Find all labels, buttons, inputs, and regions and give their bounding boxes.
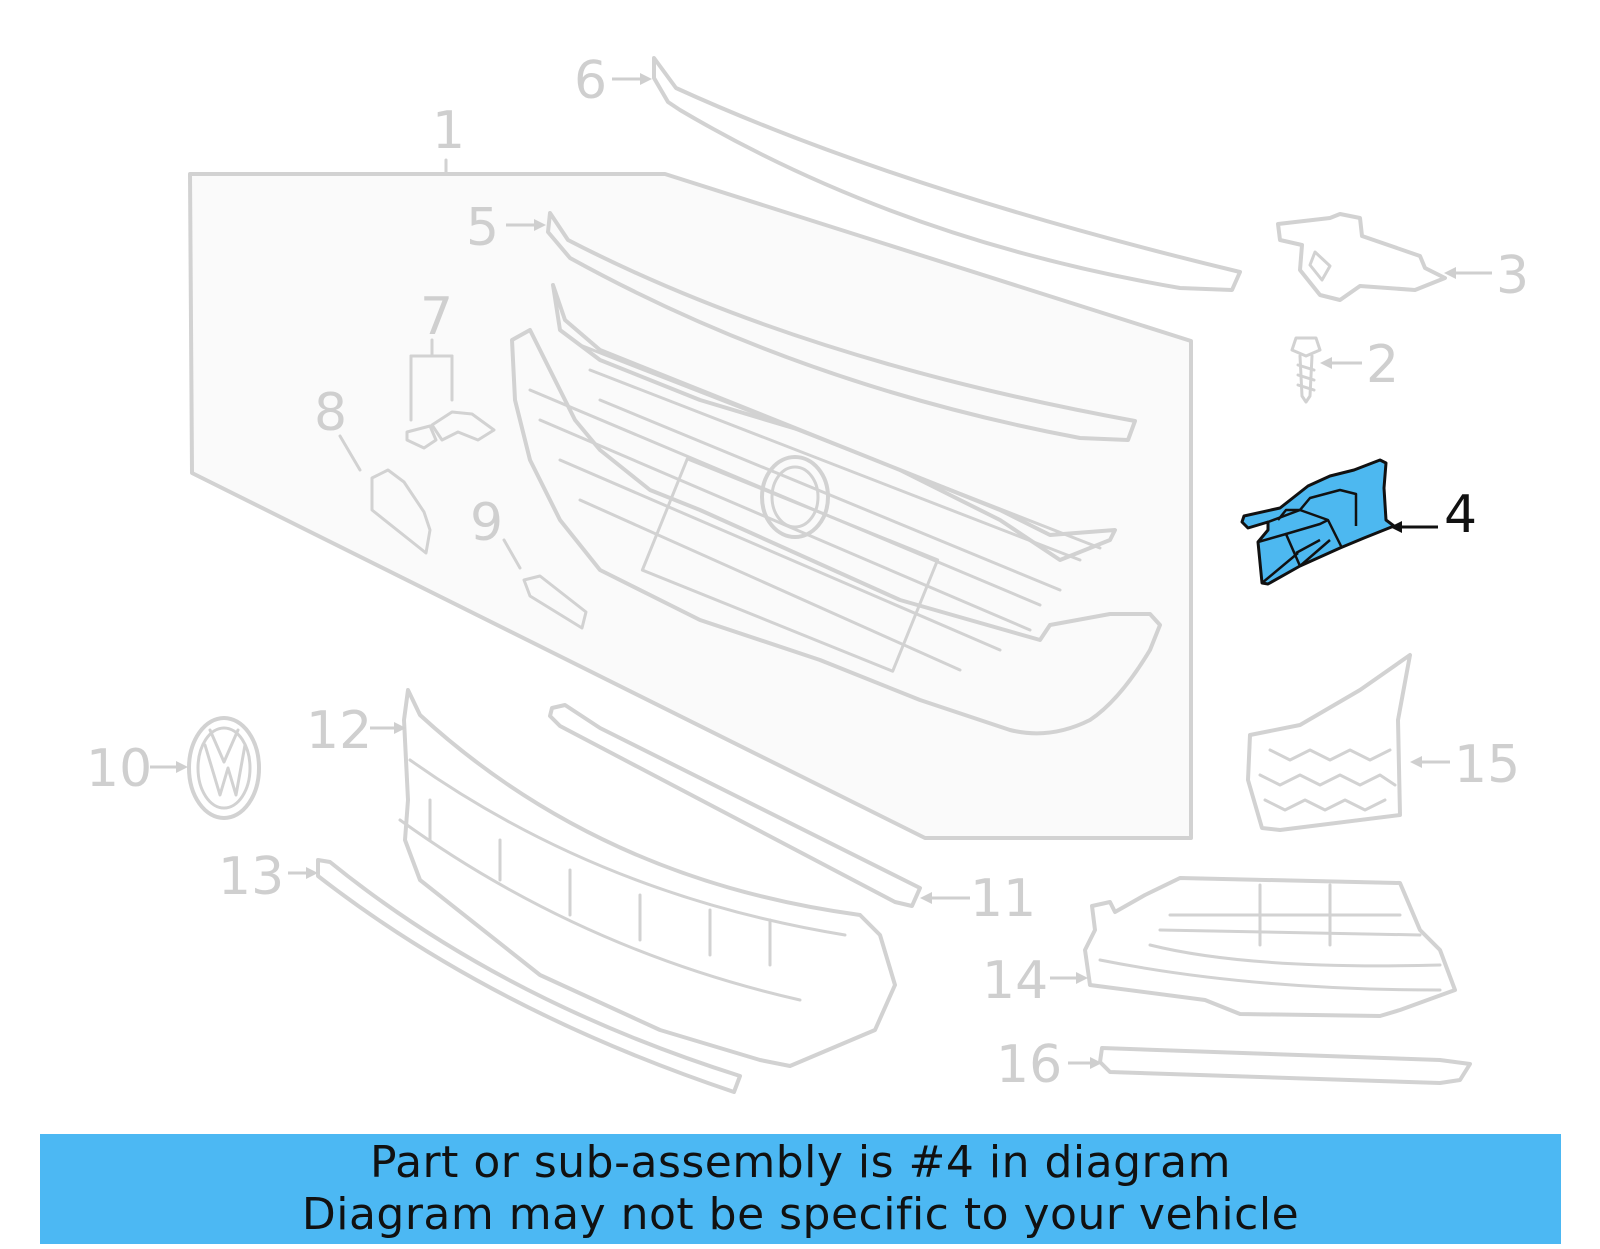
part-5-arrow bbox=[506, 219, 546, 231]
banner-line-part: Part or sub-assembly is #4 in diagram bbox=[370, 1137, 1231, 1188]
callout-2: 2 bbox=[1366, 335, 1399, 395]
callout-7: 7 bbox=[420, 287, 453, 347]
callout-3: 3 bbox=[1496, 246, 1529, 306]
callout-11: 11 bbox=[970, 869, 1036, 929]
callout-5: 5 bbox=[466, 198, 499, 258]
part-15-mesh-insert bbox=[1246, 653, 1450, 832]
callout-8: 8 bbox=[314, 383, 347, 443]
banner-line-disclaimer: Diagram may not be specific to your vehi… bbox=[301, 1189, 1300, 1240]
part-5-grille-molding bbox=[546, 211, 1137, 442]
part-6-upper-molding bbox=[652, 56, 1242, 292]
callout-12: 12 bbox=[306, 701, 372, 761]
callout-4: 4 bbox=[1444, 485, 1477, 545]
part-11-strip bbox=[548, 703, 970, 908]
part-3-bracket bbox=[1276, 212, 1492, 302]
part-12-lower-grille bbox=[370, 688, 897, 1068]
part-16-side-strip bbox=[1068, 1046, 1472, 1085]
part-7-clips bbox=[405, 338, 496, 450]
part-10-emblem bbox=[150, 716, 261, 820]
callout-10: 10 bbox=[86, 739, 152, 799]
part-13-bottom-strip bbox=[288, 858, 742, 1094]
callout-16: 16 bbox=[996, 1035, 1062, 1095]
part-9-strip bbox=[502, 538, 588, 630]
callout-13: 13 bbox=[218, 847, 284, 907]
part-2-screw bbox=[1290, 336, 1362, 404]
callout-6: 6 bbox=[574, 51, 607, 111]
grille-body bbox=[510, 283, 1162, 736]
part-8-bracket bbox=[338, 434, 432, 555]
callout-15: 15 bbox=[1454, 735, 1520, 795]
info-banner: Part or sub-assembly is #4 in diagram Di… bbox=[40, 1134, 1561, 1244]
part-4-highlighted-bracket bbox=[1240, 458, 1438, 586]
callout-1: 1 bbox=[432, 101, 465, 161]
callout-9: 9 bbox=[470, 493, 503, 553]
part-14-side-grille bbox=[1050, 876, 1457, 1018]
callout-14: 14 bbox=[982, 951, 1048, 1011]
part-6-arrow bbox=[612, 73, 652, 85]
